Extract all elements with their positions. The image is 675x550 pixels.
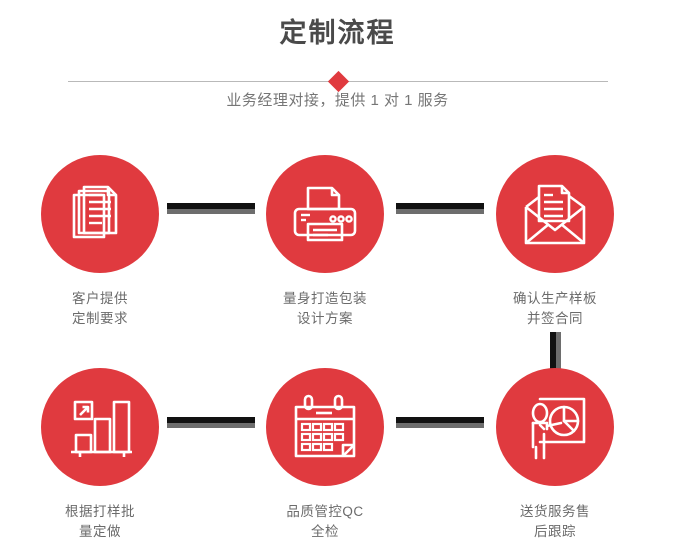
bar-chart-growth-icon	[71, 400, 132, 457]
page-title: 定制流程	[279, 18, 396, 48]
connector-step5-step6	[396, 417, 484, 428]
connector-step4-step5	[167, 417, 255, 428]
connector-shadow	[396, 209, 484, 214]
step-label-5: 品质管控QC 全检	[286, 504, 364, 539]
page-subtitle: 业务经理对接，提供 1 对 1 服务	[226, 92, 449, 109]
connector-bar	[167, 203, 255, 209]
step-label-2: 量身打造包装 设计方案	[283, 291, 367, 326]
connector-step1-step2	[167, 203, 255, 214]
step-item-1[interactable]: 客户提供 定制要求	[10, 155, 190, 329]
connector-shadow	[167, 209, 255, 214]
connector-bar	[167, 417, 255, 423]
step-icon-badge-3[interactable]	[496, 155, 614, 273]
step-label-4: 根据打样批 量定做	[65, 504, 135, 539]
connector-bar	[396, 417, 484, 423]
step-item-3[interactable]: 确认生产样板 并签合同	[465, 155, 645, 329]
step-icon-badge-5[interactable]	[266, 368, 384, 486]
connector-step2-step3	[396, 203, 484, 214]
step-icon-badge-1[interactable]	[41, 155, 159, 273]
step-label-3: 确认生产样板 并签合同	[513, 291, 597, 326]
documents-stack-icon	[72, 185, 118, 239]
connector-bar	[550, 332, 556, 372]
printer-icon	[293, 186, 357, 242]
connector-step3-step6	[550, 332, 561, 372]
step-item-6[interactable]: 送货服务售 后跟踪	[465, 368, 645, 542]
connector-bar	[396, 203, 484, 209]
connector-shadow	[396, 423, 484, 428]
title-divider	[68, 70, 608, 93]
step-icon-badge-6[interactable]	[496, 368, 614, 486]
presenter-pie-chart-icon	[531, 397, 586, 460]
connector-shadow	[556, 332, 561, 372]
step-item-5[interactable]: 品质管控QC 全检	[235, 368, 415, 542]
connector-shadow	[167, 423, 255, 428]
step-label-1: 客户提供 定制要求	[72, 291, 128, 326]
step-label-6: 送货服务售 后跟踪	[520, 504, 590, 539]
step-icon-badge-4[interactable]	[41, 368, 159, 486]
step-item-2[interactable]: 量身打造包装 设计方案	[235, 155, 415, 329]
step-item-4[interactable]: 根据打样批 量定做	[10, 368, 190, 542]
page-header: 定制流程 业务经理对接，提供 1 对 1 服务	[0, 0, 675, 125]
calendar-icon	[294, 394, 356, 458]
open-envelope-document-icon	[524, 184, 586, 245]
step-icon-badge-2[interactable]	[266, 155, 384, 273]
